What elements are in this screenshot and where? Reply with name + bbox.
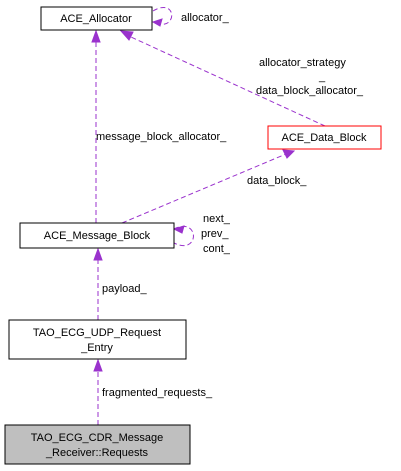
node-ace-allocator[interactable]: ACE_Allocator [40,6,153,31]
payload-arrowhead [93,247,103,261]
fragmented-requests-arrowhead [93,358,103,372]
allocator-strategy-label-2: _ [318,71,326,83]
fragmented-requests-label: fragmented_requests_ [102,387,213,399]
cdr-requests-label-2: _Receiver::Requests [45,447,149,459]
data-block-arrowhead [282,149,296,159]
edge-payload: payload_ [93,247,148,320]
ace-allocator-box [40,6,153,31]
message-block-self-label-1: next_ [203,213,231,225]
node-cdr-requests[interactable]: TAO_ECG_CDR_Message _Receiver::Requests [4,424,191,465]
edge-message-block-allocator: message_block_allocator_ [91,29,227,223]
edge-message-block-self: next_ prev_ cont_ [172,213,231,255]
udp-request-entry-label-2: _Entry [80,342,113,354]
allocator-strategy-line [130,36,326,127]
data-block-label: data_block_ [247,175,307,187]
data-block-line [121,153,287,224]
message-block-allocator-arrowhead [91,29,101,43]
edge-fragmented-requests: fragmented_requests_ [93,358,213,425]
cdr-requests-label-1: TAO_ECG_CDR_Message [31,432,163,444]
edge-allocator-self: allocator_ [151,7,230,27]
ace-message-block-box [19,222,175,249]
ace-allocator-label: ACE_Allocator [60,13,132,25]
ace-message-block-label: ACE_Message_Block [44,230,151,242]
allocator-self-label: allocator_ [181,12,230,24]
edge-allocator-strategy: allocator_strategy _ data_block_allocato… [119,30,364,127]
allocator-self-arrowhead [151,18,163,27]
udp-request-entry-box [8,319,187,360]
node-ace-message-block[interactable]: ACE_Message_Block [19,222,175,249]
udp-request-entry-label-1: TAO_ECG_UDP_Request [33,327,161,339]
cdr-requests-box [4,424,191,465]
node-ace-data-block[interactable]: ACE_Data_Block [267,125,382,150]
ace-data-block-label: ACE_Data_Block [282,132,367,144]
payload-label: payload_ [102,283,148,295]
ace-data-block-box [267,125,382,150]
message-block-self-label-2: prev_ [201,228,229,240]
edge-data-block: data_block_ [121,149,307,224]
message-block-self-line [173,226,194,246]
node-udp-request-entry[interactable]: TAO_ECG_UDP_Request _Entry [8,319,187,360]
allocator-strategy-label-1: allocator_strategy [259,57,346,69]
allocator-strategy-arrowhead [119,30,134,41]
message-block-self-arrowhead [172,225,185,234]
message-block-self-label-3: cont_ [203,243,231,255]
message-block-allocator-label: message_block_allocator_ [96,131,227,143]
allocator-strategy-label-3: data_block_allocator_ [256,85,364,97]
